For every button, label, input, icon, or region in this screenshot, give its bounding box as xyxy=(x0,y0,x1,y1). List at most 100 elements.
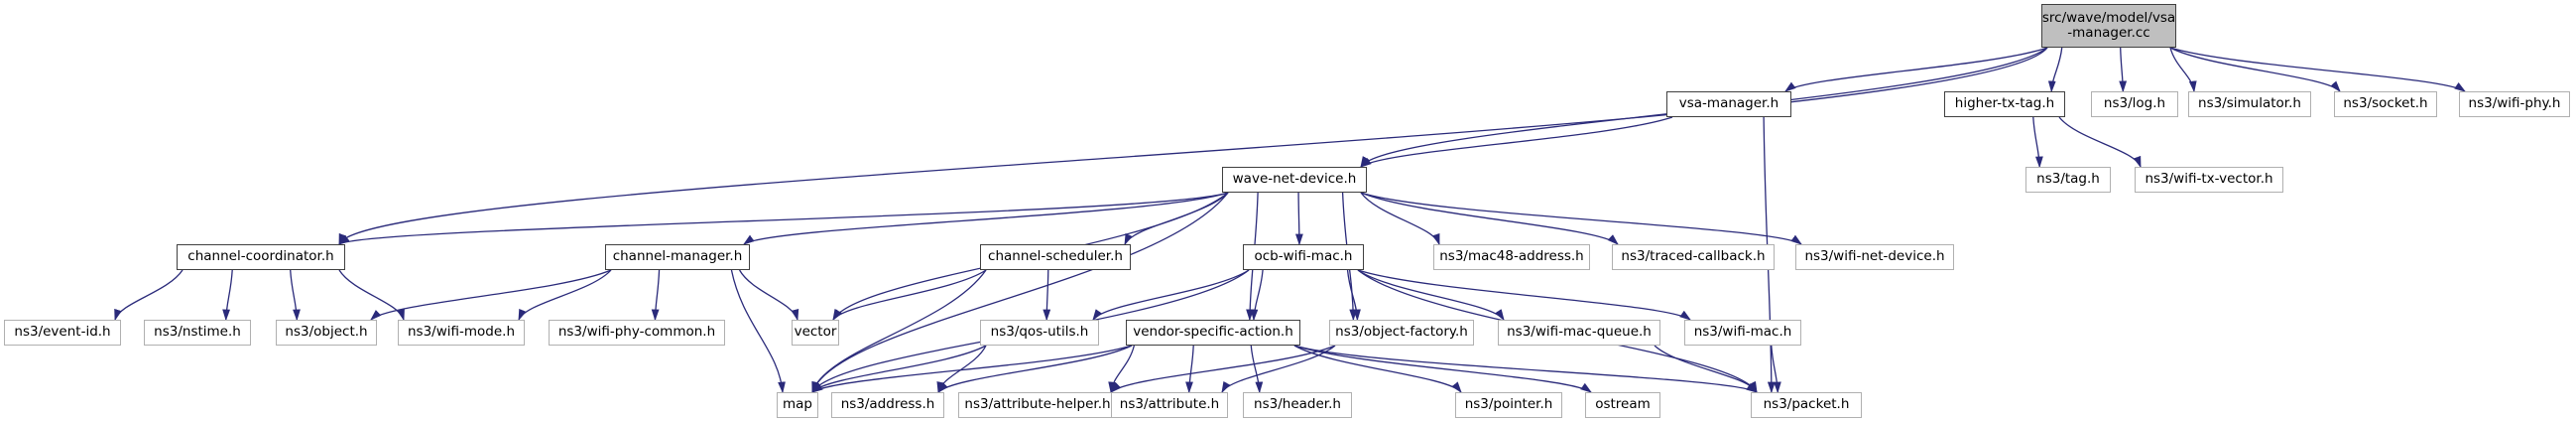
edge-ocb-wifi-mac-to-vendor-specific-action xyxy=(1250,269,1264,322)
node-ocb-wifi-mac[interactable]: ocb-wifi-mac.h xyxy=(1243,244,1364,270)
edge-vendor-specific-action-to-ns3-pointer xyxy=(1293,345,1462,394)
node-label: wave-net-device.h xyxy=(1232,171,1357,188)
node-channel-scheduler[interactable]: channel-scheduler.h xyxy=(980,244,1131,270)
edge-ocb-wifi-mac-to-ns3-qos-utils xyxy=(1092,269,1250,322)
node-label: ns3/pointer.h xyxy=(1464,396,1553,413)
edge-ns3-object-factory-to-ns3-attribute xyxy=(1221,345,1336,394)
node-ns3-event-id[interactable]: ns3/event-id.h xyxy=(4,320,121,346)
edge-ns3-wifi-mac-to-ns3-packet xyxy=(1771,345,1781,394)
edge-root-to-vsa-manager xyxy=(1783,47,2048,92)
node-label: ns3/address.h xyxy=(840,396,935,413)
edge-channel-manager-to-map xyxy=(730,269,786,394)
node-label: ns3/mac48-address.h xyxy=(1439,248,1584,265)
node-ns3-mac48-address[interactable]: ns3/mac48-address.h xyxy=(1433,244,1590,270)
node-label: ns3/attribute.h xyxy=(1119,396,1220,413)
edge-wave-net-device-to-map xyxy=(811,192,1229,394)
node-ns3-simulator[interactable]: ns3/simulator.h xyxy=(2188,91,2311,117)
edge-vendor-specific-action-to-ns3-packet xyxy=(1293,345,1759,393)
node-ns3-object[interactable]: ns3/object.h xyxy=(276,320,377,346)
node-ns3-nstime[interactable]: ns3/nstime.h xyxy=(144,320,251,346)
edge-vendor-specific-action-to-ns3-address xyxy=(937,345,1133,393)
node-label: channel-scheduler.h xyxy=(988,248,1123,265)
node-label: ns3/wifi-tx-vector.h xyxy=(2145,171,2273,188)
node-map[interactable]: map xyxy=(777,392,818,418)
node-label: ns3/packet.h xyxy=(1763,396,1850,413)
edge-higher-tx-tag-to-ns3-wifi-tx-vector xyxy=(2058,116,2142,169)
node-ns3-header[interactable]: ns3/header.h xyxy=(1243,392,1352,418)
edge-channel-coordinator-to-ns3-wifi-mode xyxy=(338,269,405,322)
edge-channel-scheduler-to-map xyxy=(811,269,987,394)
node-label: ns3/event-id.h xyxy=(14,324,111,341)
edge-channel-manager-to-vector xyxy=(738,269,799,322)
node-label: ns3/traced-callback.h xyxy=(1621,248,1766,265)
node-ns3-packet[interactable]: ns3/packet.h xyxy=(1751,392,1862,418)
node-ns3-tag[interactable]: ns3/tag.h xyxy=(2025,167,2111,193)
node-ns3-wifi-net-device[interactable]: ns3/wifi-net-device.h xyxy=(1795,244,1954,270)
node-ns3-attribute-helper[interactable]: ns3/attribute-helper.h xyxy=(958,392,1117,418)
edge-vendor-specific-action-to-ns3-header xyxy=(1250,345,1264,394)
edge-wave-net-device-to-ns3-traced-callback xyxy=(1360,192,1619,245)
node-ns3-wifi-phy-common[interactable]: ns3/wifi-phy-common.h xyxy=(549,320,725,346)
edge-root-to-ns3-simulator xyxy=(2169,47,2197,93)
node-ns3-wifi-mac-queue[interactable]: ns3/wifi-mac-queue.h xyxy=(1498,320,1660,346)
node-ns3-qos-utils[interactable]: ns3/qos-utils.h xyxy=(980,320,1099,346)
edge-vendor-specific-action-to-ns3-attribute xyxy=(1185,345,1194,394)
node-ns3-log[interactable]: ns3/log.h xyxy=(2091,91,2178,117)
node-root[interactable]: src/wave/model/vsa -manager.cc xyxy=(2041,4,2176,48)
node-label: ns3/attribute-helper.h xyxy=(964,396,1111,413)
node-ns3-wifi-tx-vector[interactable]: ns3/wifi-tx-vector.h xyxy=(2135,167,2283,193)
edge-ocb-wifi-mac-to-ns3-object-factory xyxy=(1346,269,1361,322)
edge-vsa-manager-to-wave-net-device xyxy=(1359,116,1673,168)
edge-ocb-wifi-mac-to-ns3-wifi-mac-queue xyxy=(1357,269,1505,322)
edge-channel-manager-to-ns3-wifi-mode xyxy=(518,269,612,322)
edge-channel-manager-to-ns3-wifi-phy-common xyxy=(651,269,661,322)
node-label: ocb-wifi-mac.h xyxy=(1254,248,1353,265)
edge-wave-net-device-to-channel-manager xyxy=(742,192,1229,245)
edge-root-to-ns3-log xyxy=(2119,47,2128,93)
node-ns3-socket[interactable]: ns3/socket.h xyxy=(2334,91,2437,117)
node-ns3-attribute[interactable]: ns3/attribute.h xyxy=(1111,392,1228,418)
edge-ns3-wifi-mac-queue-to-ns3-packet xyxy=(1654,345,1758,394)
node-wave-net-device[interactable]: wave-net-device.h xyxy=(1222,167,1367,193)
node-ns3-address[interactable]: ns3/address.h xyxy=(831,392,944,418)
node-ns3-wifi-mode[interactable]: ns3/wifi-mode.h xyxy=(398,320,525,346)
edge-wave-net-device-to-channel-coordinator xyxy=(337,192,1229,245)
node-ns3-wifi-mac[interactable]: ns3/wifi-mac.h xyxy=(1684,320,1801,346)
node-label: ostream xyxy=(1595,396,1651,413)
node-label: ns3/simulator.h xyxy=(2198,95,2301,112)
edge-channel-scheduler-to-vector xyxy=(832,269,987,322)
node-label: vendor-specific-action.h xyxy=(1133,324,1293,341)
node-vector[interactable]: vector xyxy=(792,320,839,346)
node-label: channel-coordinator.h xyxy=(187,248,334,265)
node-label: ns3/object.h xyxy=(285,324,368,341)
node-ns3-pointer[interactable]: ns3/pointer.h xyxy=(1455,392,1562,418)
node-vendor-specific-action[interactable]: vendor-specific-action.h xyxy=(1126,320,1300,346)
node-label: ns3/wifi-mac.h xyxy=(1693,324,1792,341)
node-label: ns3/wifi-net-device.h xyxy=(1804,248,1945,265)
edge-higher-tx-tag-to-ns3-tag xyxy=(2032,116,2043,169)
node-channel-manager[interactable]: channel-manager.h xyxy=(605,244,750,270)
node-label: src/wave/model/vsa -manager.cc xyxy=(2041,9,2176,41)
edge-channel-manager-to-ns3-object xyxy=(370,269,612,321)
node-label: ns3/wifi-mac-queue.h xyxy=(1507,324,1652,341)
node-channel-coordinator[interactable]: channel-coordinator.h xyxy=(177,244,345,270)
node-label: ns3/nstime.h xyxy=(154,324,241,341)
node-ostream[interactable]: ostream xyxy=(1585,392,1660,418)
edge-ns3-object-factory-to-ns3-attribute-helper xyxy=(1110,345,1336,393)
node-ns3-object-factory[interactable]: ns3/object-factory.h xyxy=(1329,320,1474,346)
edge-ocb-wifi-mac-to-ns3-wifi-mac xyxy=(1357,269,1692,321)
node-label: ns3/tag.h xyxy=(2036,171,2100,188)
node-vsa-manager[interactable]: vsa-manager.h xyxy=(1666,91,1791,117)
edge-root-to-ns3-wifi-phy xyxy=(2169,47,2467,92)
node-ns3-wifi-phy[interactable]: ns3/wifi-phy.h xyxy=(2459,91,2570,117)
edge-channel-coordinator-to-ns3-nstime xyxy=(222,269,233,322)
node-label: ns3/wifi-phy-common.h xyxy=(557,324,716,341)
node-label: map xyxy=(783,396,812,413)
node-ns3-traced-callback[interactable]: ns3/traced-callback.h xyxy=(1612,244,1775,270)
edge-channel-coordinator-to-ns3-event-id xyxy=(114,269,184,322)
node-higher-tx-tag[interactable]: higher-tx-tag.h xyxy=(1944,91,2065,117)
node-label: ns3/log.h xyxy=(2103,95,2166,112)
node-label: ns3/wifi-phy.h xyxy=(2468,95,2561,112)
